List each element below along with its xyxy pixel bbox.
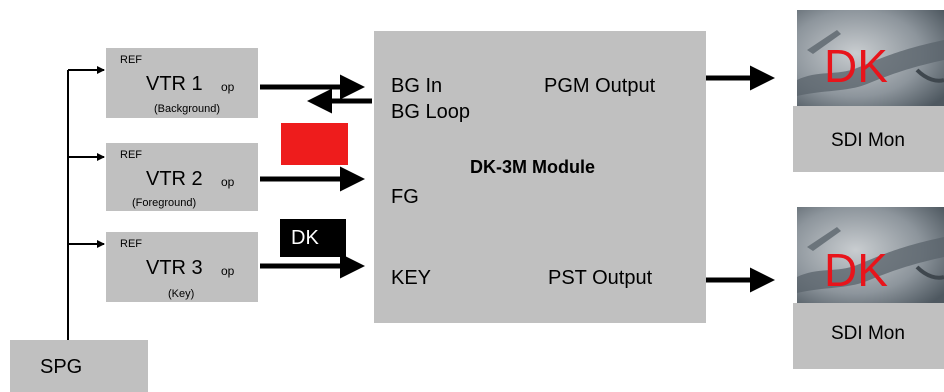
lizard-image bbox=[797, 207, 944, 303]
vtr-1-name: VTR 1 bbox=[146, 73, 203, 95]
spg-label: SPG bbox=[40, 356, 83, 378]
monitor-1-overlay: DK bbox=[824, 40, 888, 92]
key-signal-label: DK bbox=[291, 227, 319, 249]
pgm-output-label: PGM Output bbox=[544, 75, 656, 97]
vtr-3-box: REF VTR 3 op (Key) bbox=[106, 232, 258, 302]
dk-3m-module: BG In BG Loop PGM Output DK-3M Module FG… bbox=[374, 31, 706, 323]
monitor-1-picture: DK bbox=[797, 10, 944, 106]
vtr-3-op: op bbox=[221, 264, 235, 278]
vtr-3-ref-label: REF bbox=[120, 238, 142, 250]
monitor-2-overlay: DK bbox=[824, 244, 888, 296]
spg-box: SPG bbox=[10, 340, 148, 392]
vtr-2-box: REF VTR 2 op (Foreground) bbox=[106, 143, 258, 211]
monitor-1-label-box: SDI Mon bbox=[793, 106, 944, 172]
bg-loop-label: BG Loop bbox=[391, 101, 470, 123]
key-signal-swatch: DK bbox=[280, 219, 346, 257]
bg-in-label: BG In bbox=[391, 75, 443, 97]
vtr-3-subtitle: (Key) bbox=[168, 288, 195, 300]
vtr-2-name: VTR 2 bbox=[146, 168, 203, 190]
monitor-2-label-box: SDI Mon bbox=[793, 303, 944, 369]
monitor-2-picture: DK bbox=[797, 207, 944, 303]
vtr-2-ref-label: REF bbox=[120, 149, 142, 161]
vtr-1-op: op bbox=[221, 80, 235, 94]
lizard-image bbox=[797, 10, 944, 106]
fg-label: FG bbox=[391, 186, 419, 208]
key-label: KEY bbox=[391, 267, 432, 289]
vtr-1-box: REF VTR 1 op (Background) bbox=[106, 48, 258, 118]
vtr-2-op: op bbox=[221, 175, 235, 189]
vtr-3-name: VTR 3 bbox=[146, 257, 203, 279]
pst-output-label: PST Output bbox=[548, 267, 653, 289]
vtr-1-ref-label: REF bbox=[120, 54, 142, 66]
vtr-2-subtitle: (Foreground) bbox=[132, 197, 197, 209]
vtr-1-subtitle: (Background) bbox=[154, 103, 221, 115]
monitor-2-label: SDI Mon bbox=[831, 323, 905, 344]
monitor-1-label: SDI Mon bbox=[831, 130, 905, 151]
module-title: DK-3M Module bbox=[470, 157, 595, 177]
fg-signal-swatch bbox=[281, 123, 348, 165]
